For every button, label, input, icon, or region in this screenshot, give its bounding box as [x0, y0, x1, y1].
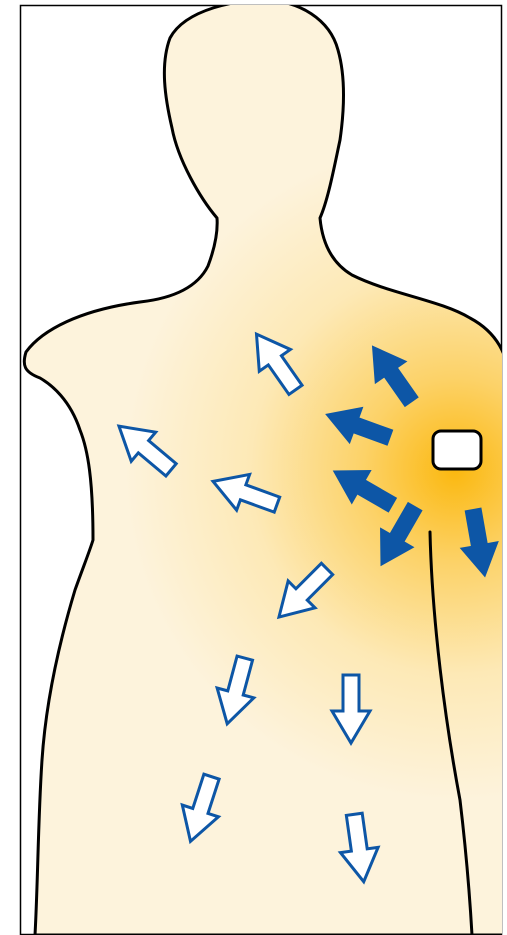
- patch-icon: [433, 431, 481, 469]
